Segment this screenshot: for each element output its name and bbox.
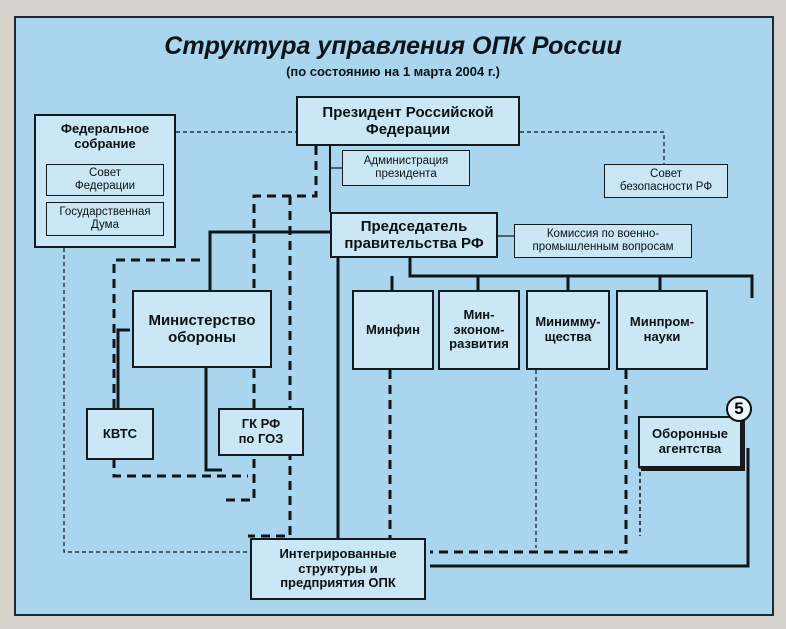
minfin-node: Минфин (352, 290, 434, 370)
federal-assembly-label: Федеральное собрание (60, 121, 150, 151)
link-pm-defense-ministry (208, 230, 330, 290)
link-president-dashed-2 (248, 196, 292, 538)
integrated-structures-node: Интегрированные структуры и предприятия … (250, 538, 426, 600)
link-mo-kvts-dashed (112, 258, 248, 478)
link-minindustry-integrated (430, 370, 628, 554)
link-president-security (520, 131, 665, 164)
link-integrated-right-loop (430, 448, 750, 568)
link-mo-kvts (116, 328, 130, 408)
link-pm-to-integrated (336, 232, 390, 560)
federation-council-node: Совет Федерации (46, 164, 164, 196)
link-ministries-integrated-dashed (388, 370, 420, 552)
president-node: Президент Российской Федерации (296, 96, 520, 146)
link-president-dashed-1 (226, 146, 318, 502)
diagram-title: Структура управления ОПК России (164, 32, 622, 60)
minproperty-node: Минимму- щества (526, 290, 610, 370)
defense-ministry-node: Министерство обороны (132, 290, 272, 368)
gk-goz-node: ГК РФ по ГОЗ (218, 408, 304, 456)
kvts-node: КВТС (86, 408, 154, 460)
security-council-node: Совет безопасности РФ (604, 164, 728, 198)
link-assembly-integrated (63, 248, 248, 553)
defense-agencies-node: Оборонные агентства (638, 416, 742, 468)
link-mo-gkgoz (204, 368, 222, 472)
diagram-subtitle: (по состоянию на 1 марта 2004 г.) (286, 64, 500, 79)
link-pm-ministries-bus (408, 258, 754, 298)
minindustry-node: Минпром- науки (616, 290, 708, 370)
administration-node: Администрация президента (342, 150, 470, 186)
prime-minister-node: Председатель правительства РФ (330, 212, 498, 258)
mineconomy-node: Мин- эконом- развития (438, 290, 520, 370)
badge-number: 5 (726, 396, 752, 422)
commission-node: Комиссия по военно- промышленным вопроса… (514, 224, 692, 258)
state-duma-node: Государственная Дума (46, 202, 164, 236)
